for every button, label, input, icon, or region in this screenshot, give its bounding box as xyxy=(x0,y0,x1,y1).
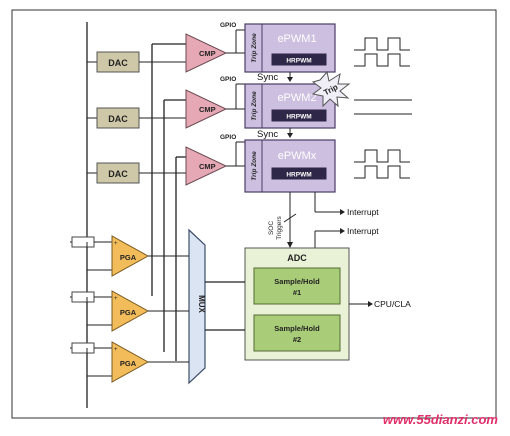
epwm-name: ePWM2 xyxy=(277,92,316,104)
sample-hold-2-label: Sample/Hold xyxy=(274,324,320,333)
pga-3 xyxy=(111,341,150,383)
mux-group: MUX xyxy=(188,228,245,385)
plus-sign: + xyxy=(114,347,118,353)
pga-1 xyxy=(111,235,150,277)
sample-hold-2 xyxy=(253,314,341,352)
epwm-name: ePWM1 xyxy=(277,33,316,45)
comparator-3 xyxy=(185,146,228,186)
pga-group: PGA PGA PGA + + + xyxy=(70,235,189,383)
hrpwm-label: HRPWM xyxy=(286,172,311,179)
comparator-2 xyxy=(185,89,228,129)
comparator-1 xyxy=(185,33,228,73)
hrpwm-box xyxy=(271,53,327,66)
input-resistor-2 xyxy=(71,291,95,303)
sync-arrow xyxy=(287,77,293,82)
gpio-label: GPIO xyxy=(220,22,236,29)
plus-sign: + xyxy=(114,296,118,302)
sample-hold-1 xyxy=(253,267,341,305)
mux-label: MUX xyxy=(197,295,206,313)
watermark: www.55dianzi.com xyxy=(383,412,499,427)
dac-label: DAC xyxy=(108,169,128,179)
hrpwm-label: HRPWM xyxy=(286,114,311,121)
dac-label: DAC xyxy=(108,58,128,68)
soc-triggers: SOC Triggers xyxy=(268,192,297,248)
sample-hold-1-number: #1 xyxy=(293,288,301,297)
input-resistor-1 xyxy=(71,236,95,248)
cmp-group: CMP CMP CMP GPIO GPIO GPIO xyxy=(185,22,245,186)
hrpwm-box xyxy=(271,109,327,122)
dac-group: DAC DAC DAC xyxy=(87,51,186,184)
adc-title: ADC xyxy=(287,253,307,263)
epwm-group: Trip Zone ePWM1 HRPWM Sync Trip Zone ePW… xyxy=(244,23,351,193)
pga-2 xyxy=(111,290,150,332)
pwm-waveform-1 xyxy=(354,37,410,51)
sync-arrow xyxy=(287,133,293,138)
epwm-block-x xyxy=(244,139,336,193)
gpio-label: GPIO xyxy=(220,76,236,83)
adc-group: ADC Sample/Hold #1 Sample/Hold #2 CPU/CL… xyxy=(244,247,411,361)
cpu-cla-label: CPU/CLA xyxy=(374,299,411,309)
interrupt-label: Interrupt xyxy=(347,207,379,217)
hrpwm-box xyxy=(271,167,327,180)
mux-block xyxy=(188,228,206,385)
soc-triggers-label: Triggers xyxy=(276,215,283,239)
pga-label: PGA xyxy=(120,253,137,262)
trip-zone-label: Trip Zone xyxy=(251,151,258,181)
pga-label: PGA xyxy=(120,308,137,317)
gpio-label: GPIO xyxy=(220,134,236,141)
diagram-frame xyxy=(11,9,497,419)
cmp-label: CMP xyxy=(199,49,216,58)
cmp-input-wires xyxy=(151,43,186,361)
pwm-output-waveforms xyxy=(354,37,412,179)
sample-hold-1-label: Sample/Hold xyxy=(274,277,320,286)
hrpwm-label: HRPWM xyxy=(286,58,311,65)
cmp-label: CMP xyxy=(199,162,216,171)
plus-sign: + xyxy=(114,241,118,247)
trip-zone-label: Trip Zone xyxy=(251,33,258,63)
sample-hold-2-number: #2 xyxy=(293,335,301,344)
pwm-waveform-x xyxy=(354,149,410,163)
pga-label: PGA xyxy=(120,359,137,368)
epwm-name: ePWMx xyxy=(278,150,317,162)
interrupt-wires: Interrupt Interrupt xyxy=(314,192,379,248)
soc-label: SOC xyxy=(268,221,275,235)
pwm-waveform-1b xyxy=(354,53,410,67)
pwm-waveform-xb xyxy=(354,165,410,179)
input-resistor-3 xyxy=(71,342,95,354)
trip-zone-label: Trip Zone xyxy=(251,91,258,121)
bus-slash xyxy=(283,213,297,223)
trip-burst xyxy=(311,70,351,108)
sync-label: Sync xyxy=(257,129,278,140)
interrupt-label: Interrupt xyxy=(347,226,379,236)
cmp-label: CMP xyxy=(199,105,216,114)
sync-label: Sync xyxy=(257,72,278,83)
dac-label: DAC xyxy=(108,114,128,124)
